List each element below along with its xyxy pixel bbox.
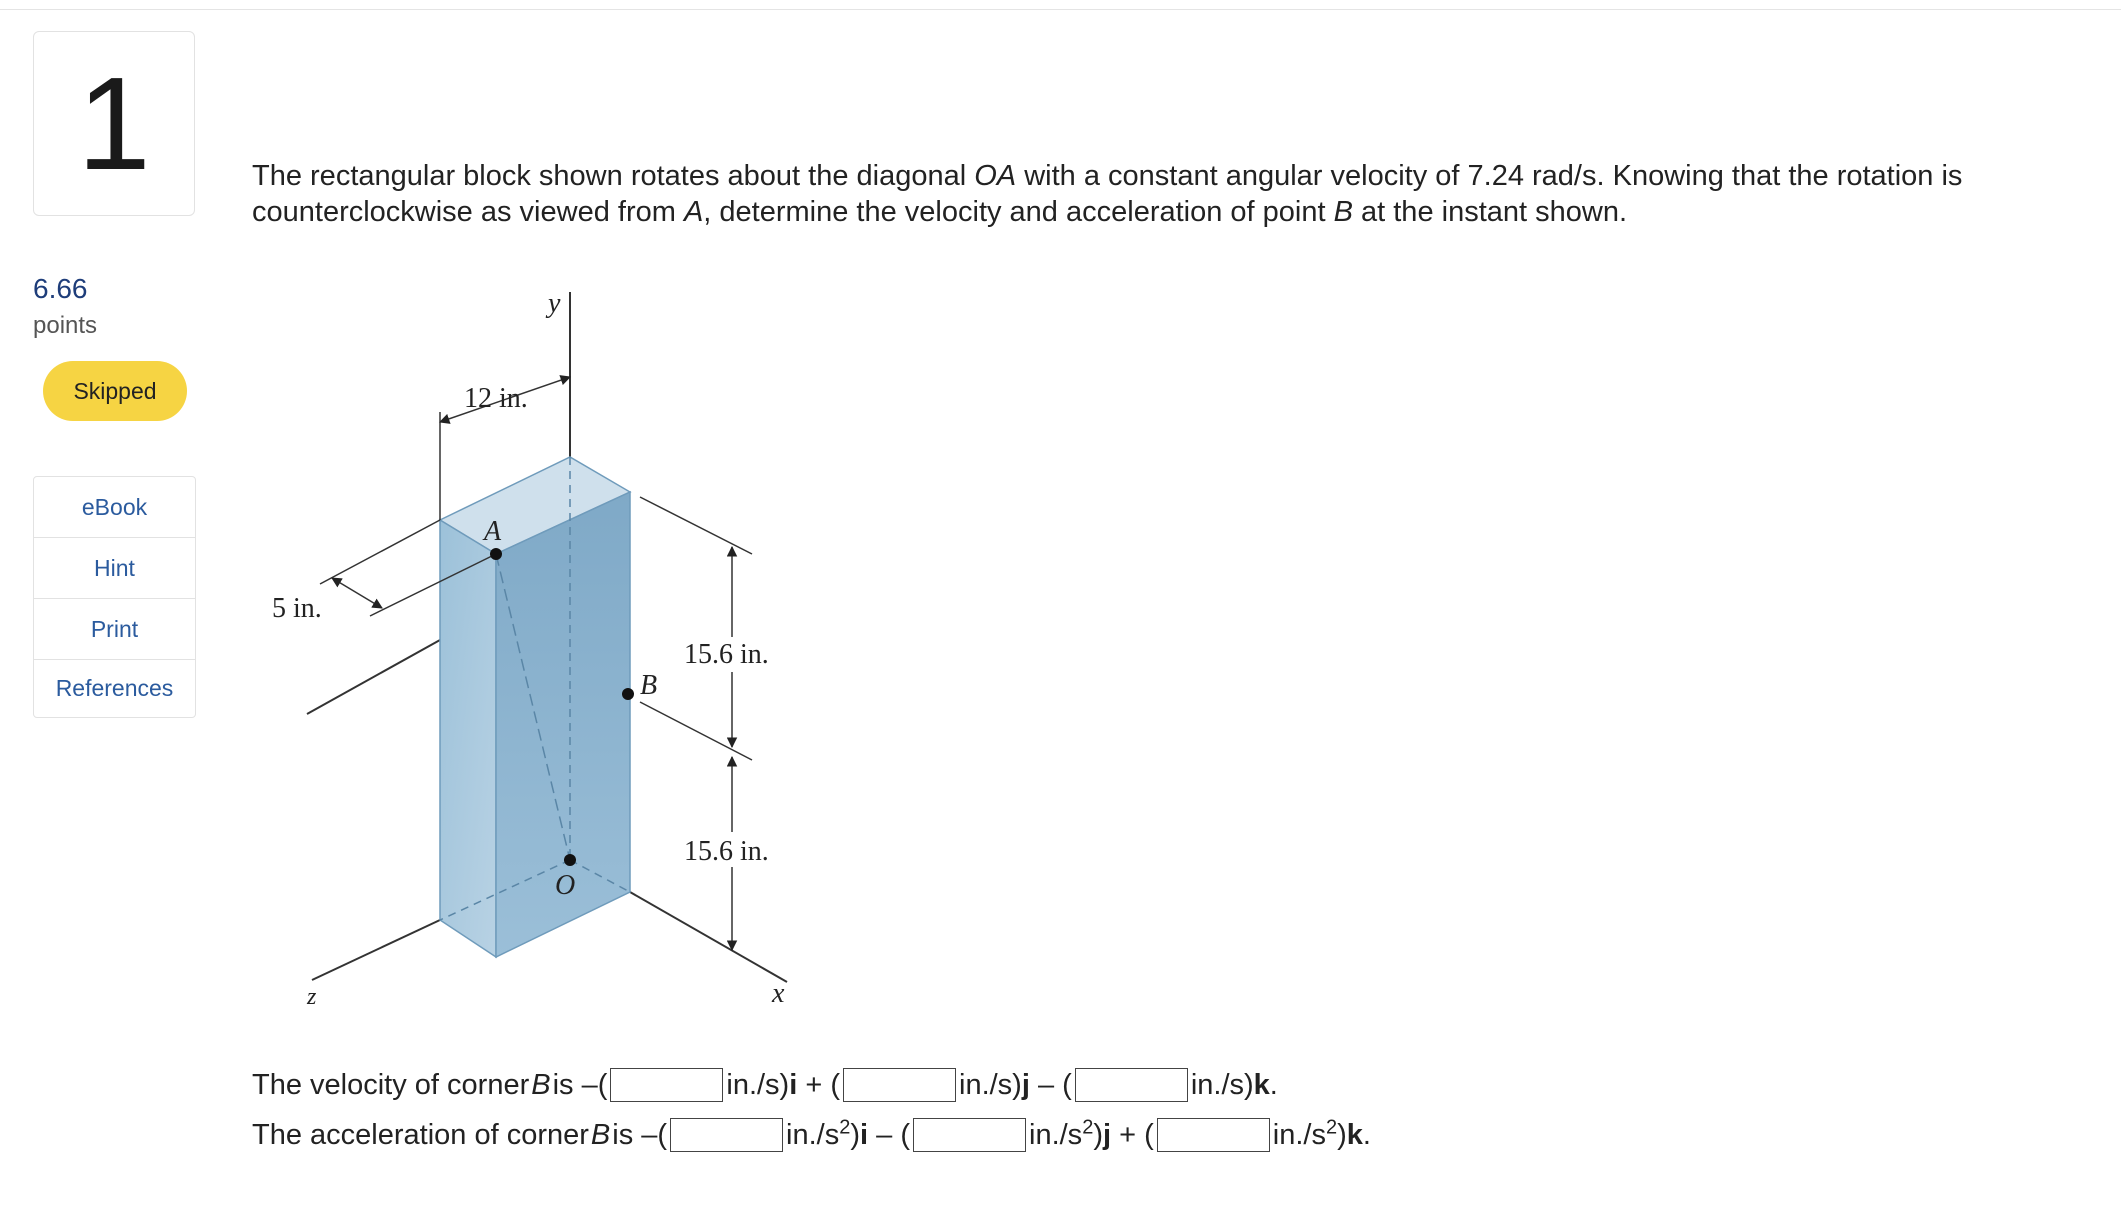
point-a-marker — [490, 548, 502, 560]
references-link[interactable]: References — [55, 675, 174, 701]
question-number: 1 — [77, 49, 151, 197]
acceleration-i-input[interactable] — [670, 1118, 784, 1152]
dim-12-line — [439, 375, 571, 424]
dim-12-label: 12 in. — [464, 383, 528, 414]
x-axis-line — [629, 891, 788, 983]
point-b-label: B — [640, 670, 657, 701]
question-number-box: 1 — [33, 31, 195, 216]
axis-z-label: z — [306, 984, 317, 1010]
block-front-face — [439, 518, 497, 959]
diagonal-oa — [495, 553, 571, 861]
print-link[interactable]: Print — [34, 599, 195, 660]
skipped-status-badge[interactable]: Skipped — [43, 361, 187, 421]
dim-156-lower-label: 15.6 in. — [684, 836, 769, 867]
point-a-label: A — [482, 516, 502, 547]
z-axis-line — [306, 639, 441, 715]
point-o-marker — [564, 854, 576, 866]
hint-link[interactable]: Hint — [34, 538, 195, 599]
velocity-k-input[interactable] — [1074, 1068, 1188, 1102]
dim-156-upper-label: 15.6 in. — [684, 639, 769, 670]
dim-5-ext-b — [369, 553, 497, 617]
points-value: 6.66 — [33, 273, 88, 304]
points-label: points — [33, 312, 98, 339]
dim-5-label: 5 in. — [272, 593, 322, 624]
dim-5-line — [331, 577, 383, 609]
dim-156-ext-top — [639, 496, 753, 555]
point-b-marker — [622, 688, 634, 700]
dim-5-ext-a — [319, 519, 441, 585]
z-axis-line-lower — [311, 919, 441, 981]
dim-156-ext-mid — [639, 701, 753, 761]
question-tools-list: eBook Hint Print References — [33, 476, 196, 718]
block-side-face — [495, 490, 631, 959]
hidden-edge-left — [439, 859, 571, 921]
question-prompt: The rectangular block shown rotates abou… — [252, 160, 1963, 228]
acceleration-k-input[interactable] — [1156, 1118, 1270, 1152]
velocity-answer-line: The velocity of corner B is –( in./s)i +… — [252, 1068, 1278, 1102]
block-diagram: 12 in. 5 in. 15.6 in. 15.6 in. A B O y x… — [272, 288, 788, 1010]
point-o-label: O — [555, 870, 575, 901]
axis-y-label: y — [545, 288, 561, 319]
axis-x-label: x — [771, 978, 785, 1009]
velocity-i-input[interactable] — [610, 1068, 724, 1102]
hidden-edge-right — [569, 859, 631, 893]
ebook-link[interactable]: eBook — [34, 477, 195, 538]
top-divider — [0, 9, 2121, 10]
velocity-j-input[interactable] — [843, 1068, 956, 1102]
acceleration-answer-line: The acceleration of corner B is –( in./s… — [252, 1115, 1371, 1152]
acceleration-j-input[interactable] — [913, 1118, 1026, 1152]
